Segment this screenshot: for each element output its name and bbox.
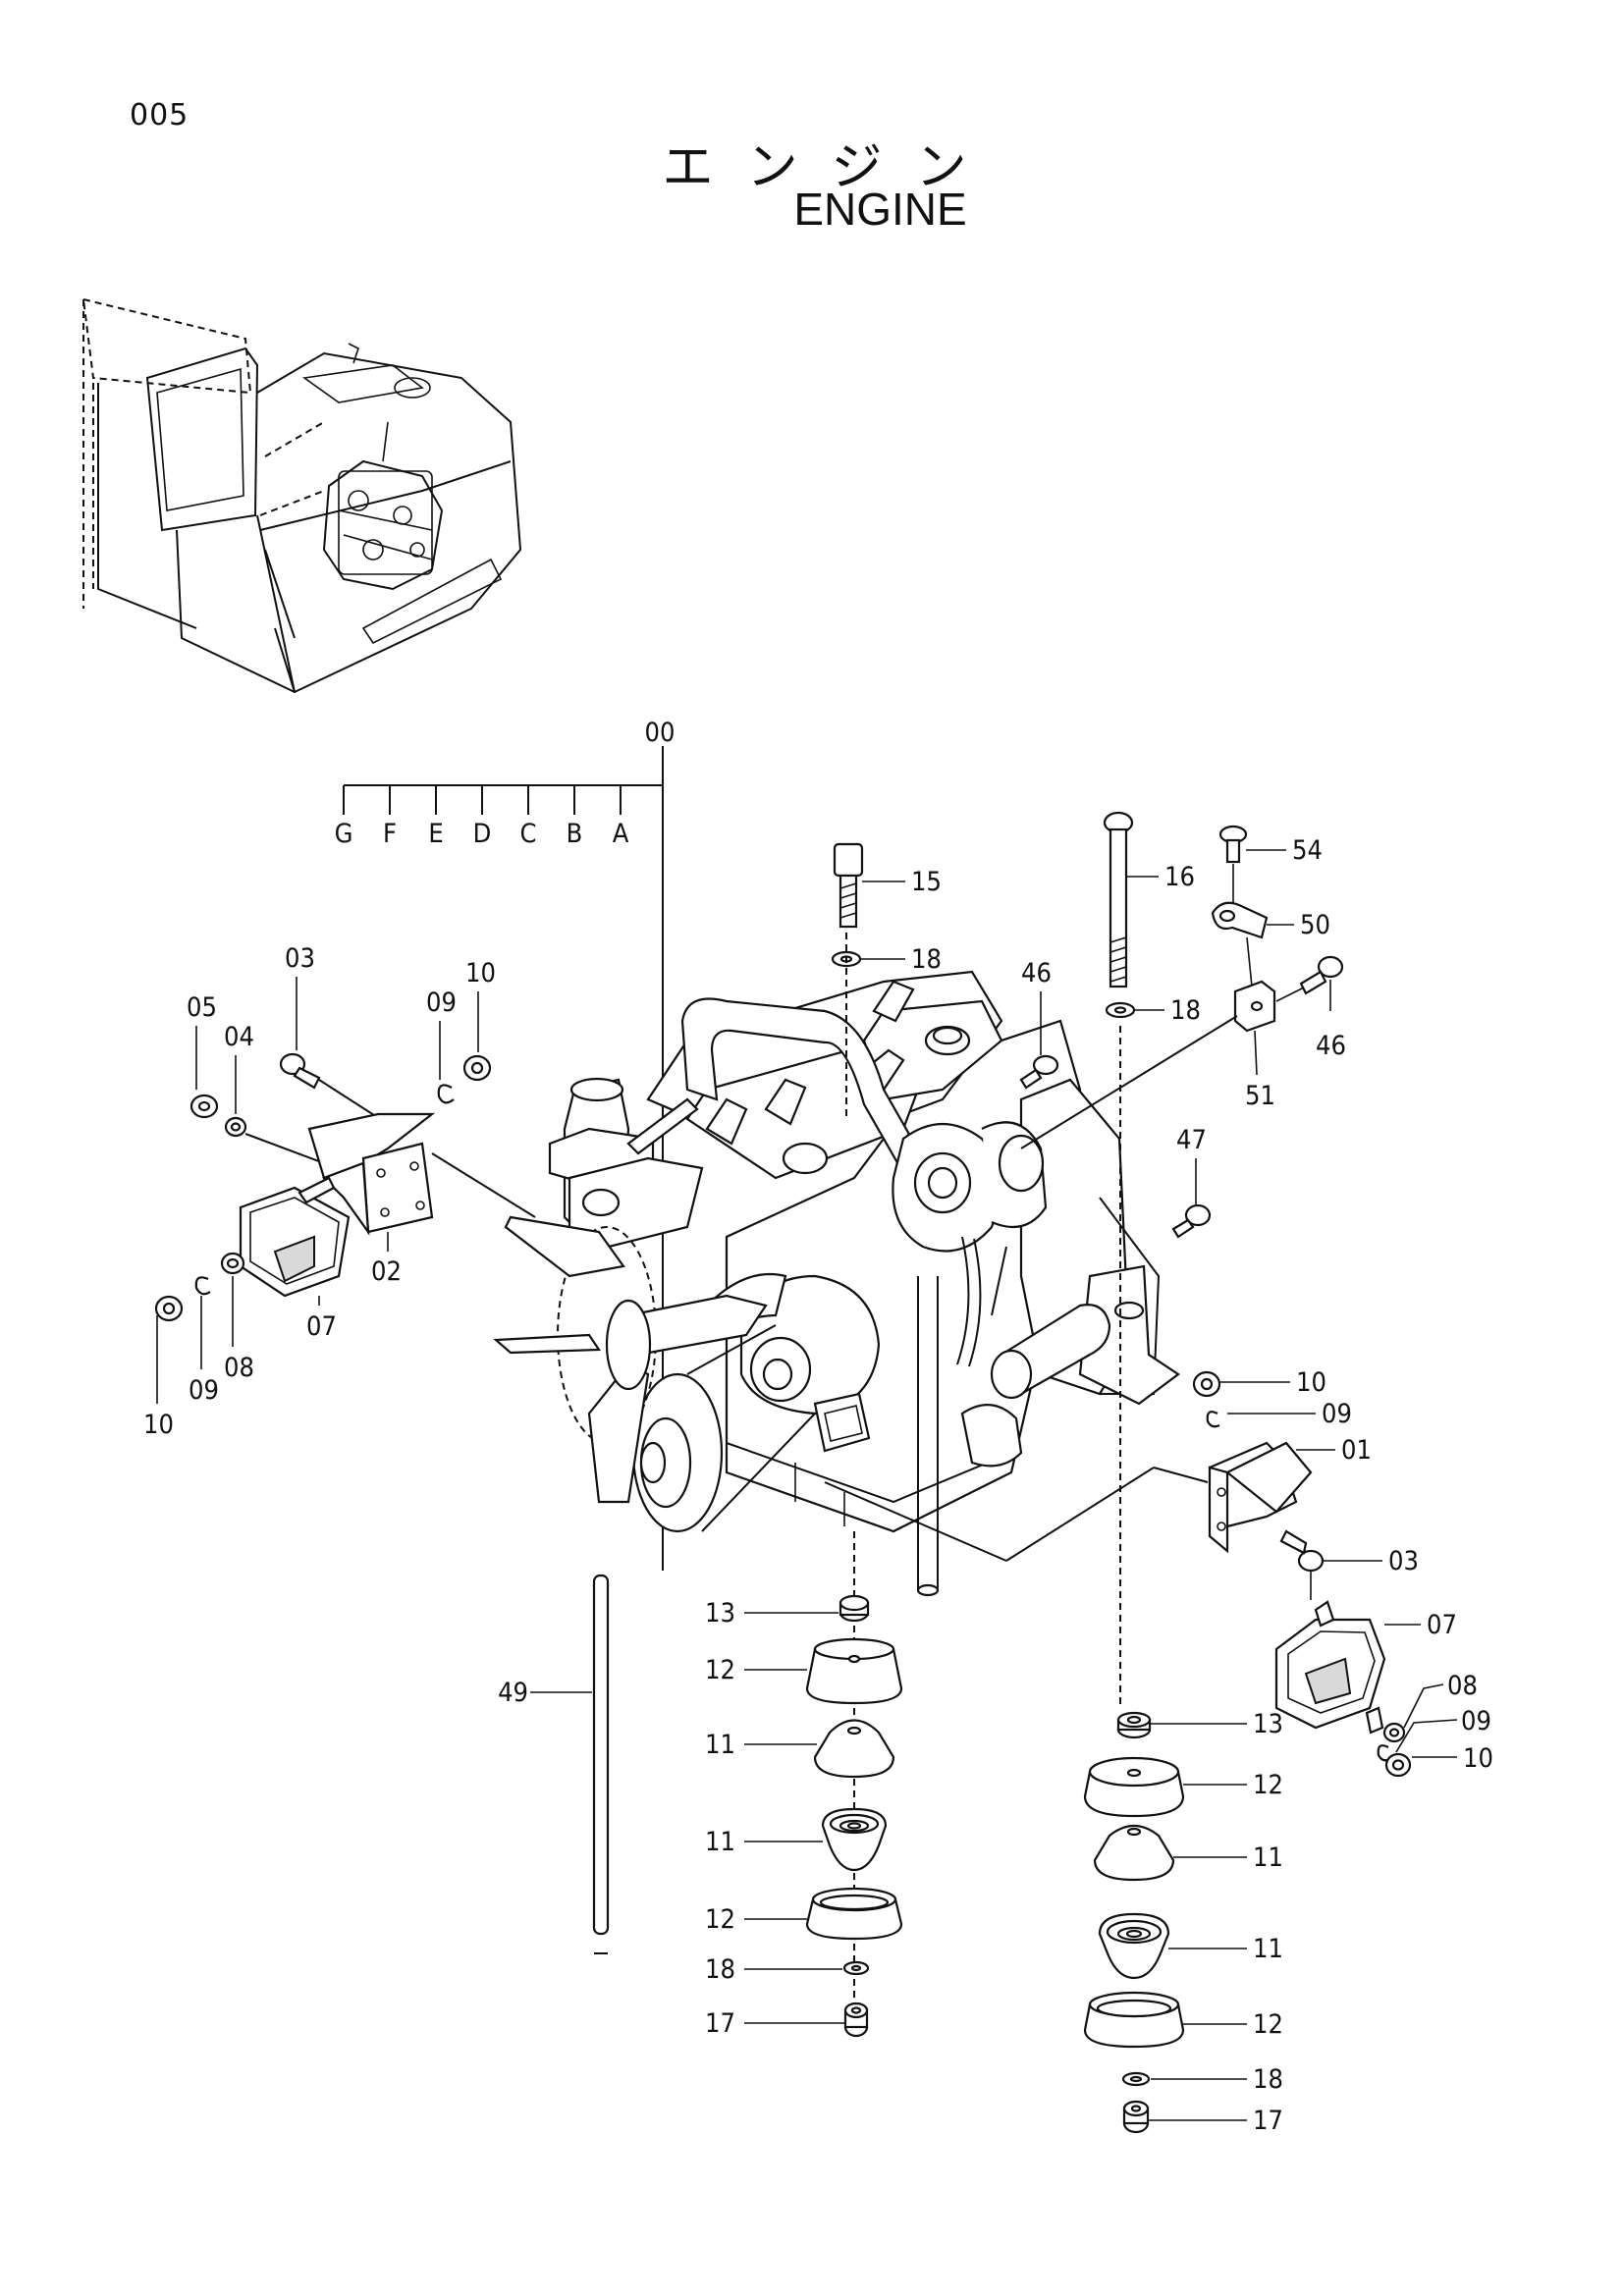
variant-code-b: B <box>567 819 583 849</box>
callout-47: 47 <box>1176 1125 1207 1155</box>
callout-03-left: 03 <box>285 943 315 974</box>
callout-18-right-lower: 18 <box>1253 2064 1283 2095</box>
callout-08-left: 08 <box>224 1353 254 1383</box>
callout-09-lower-left: 09 <box>189 1375 219 1406</box>
callout-12-right-lower: 12 <box>1253 2009 1283 2040</box>
callout-00: 00 <box>645 718 676 748</box>
variant-code-f: F <box>383 819 397 849</box>
callout-04: 04 <box>224 1022 254 1052</box>
callout-46-center: 46 <box>1021 958 1052 988</box>
part-47-bolt: 47 <box>1171 1125 1212 1239</box>
callout-01: 01 <box>1341 1435 1372 1466</box>
engine-assembly <box>548 970 1180 1597</box>
center-mount-stack: 13 12 11 11 12 <box>705 1531 903 2039</box>
callout-11-right-upper: 11 <box>1253 1842 1283 1873</box>
part-15-bolt: 15 <box>833 842 942 929</box>
cooling-fan <box>493 1215 768 1504</box>
callout-02: 02 <box>371 1256 402 1287</box>
right-mount-stack: 13 12 11 11 12 <box>1083 1709 1283 2136</box>
callout-11-left-upper: 11 <box>705 1730 735 1760</box>
variant-code-c: C <box>520 819 537 849</box>
callout-09-upper-left: 09 <box>426 988 457 1018</box>
callout-17-left: 17 <box>705 2008 735 2039</box>
part-18-washer-upper-left: 18 <box>831 933 942 1119</box>
right-engine-mount: 10 09 01 03 <box>824 1367 1493 1778</box>
callout-05: 05 <box>187 992 217 1023</box>
callout-18-upper-right: 18 <box>1170 995 1201 1026</box>
part-46-bolt-right: 46 <box>1275 955 1346 1061</box>
part-50-clamp: 50 <box>1211 901 1330 988</box>
callout-10-lower-left: 10 <box>143 1410 174 1440</box>
callout-09-right-upper: 09 <box>1322 1399 1352 1429</box>
page-number: 005 <box>130 98 189 133</box>
part-54-bolt: 54 <box>1218 825 1323 908</box>
callout-17-right: 17 <box>1253 2106 1283 2136</box>
callout-11-left-lower: 11 <box>705 1827 735 1857</box>
callout-51: 51 <box>1245 1081 1275 1111</box>
callout-09-right-lower: 09 <box>1461 1706 1491 1736</box>
part-49-dipstick: 49 <box>498 1574 610 1954</box>
variant-code-g: G <box>335 819 353 849</box>
callout-16: 16 <box>1164 862 1195 892</box>
callout-46-right: 46 <box>1316 1031 1346 1061</box>
callout-07-left: 07 <box>306 1311 337 1342</box>
part-46-bolt-center: 46 <box>1019 958 1059 1090</box>
callout-50: 50 <box>1300 910 1330 940</box>
part-16-long-bolt: 16 <box>1103 811 1195 988</box>
part-51-bracket: 51 <box>1020 980 1276 1149</box>
page-title-english: ENGINE <box>793 184 967 235</box>
variant-code-a: A <box>613 819 629 849</box>
callout-12-left-upper: 12 <box>705 1655 735 1685</box>
left-engine-mount: 05 04 03 09 10 <box>143 943 536 1440</box>
callout-15: 15 <box>911 867 942 897</box>
callout-13-right: 13 <box>1253 1709 1283 1739</box>
machine-location-thumbnail <box>81 297 522 694</box>
callout-07-right: 07 <box>1427 1610 1457 1640</box>
callout-10-right-upper: 10 <box>1296 1367 1326 1398</box>
part-18-washer-upper-right: 18 <box>1105 995 1201 1708</box>
callout-49: 49 <box>498 1678 528 1708</box>
callout-12-left-lower: 12 <box>705 1904 735 1935</box>
callout-12-right-upper: 12 <box>1253 1770 1283 1800</box>
callout-13-left: 13 <box>705 1598 735 1629</box>
callout-10-upper-left: 10 <box>465 958 496 988</box>
callout-08-right: 08 <box>1447 1671 1478 1701</box>
callout-18-upper-left: 18 <box>911 944 942 975</box>
callout-03-right: 03 <box>1388 1546 1419 1576</box>
page-title-japanese: エンジン <box>662 138 1001 197</box>
variant-code-d: D <box>473 819 492 849</box>
variant-code-e: E <box>428 819 443 849</box>
callout-10-right-lower: 10 <box>1463 1743 1493 1774</box>
callout-11-right-lower: 11 <box>1253 1934 1283 1964</box>
callout-54: 54 <box>1292 835 1323 866</box>
callout-18-left-lower: 18 <box>705 1954 735 1985</box>
